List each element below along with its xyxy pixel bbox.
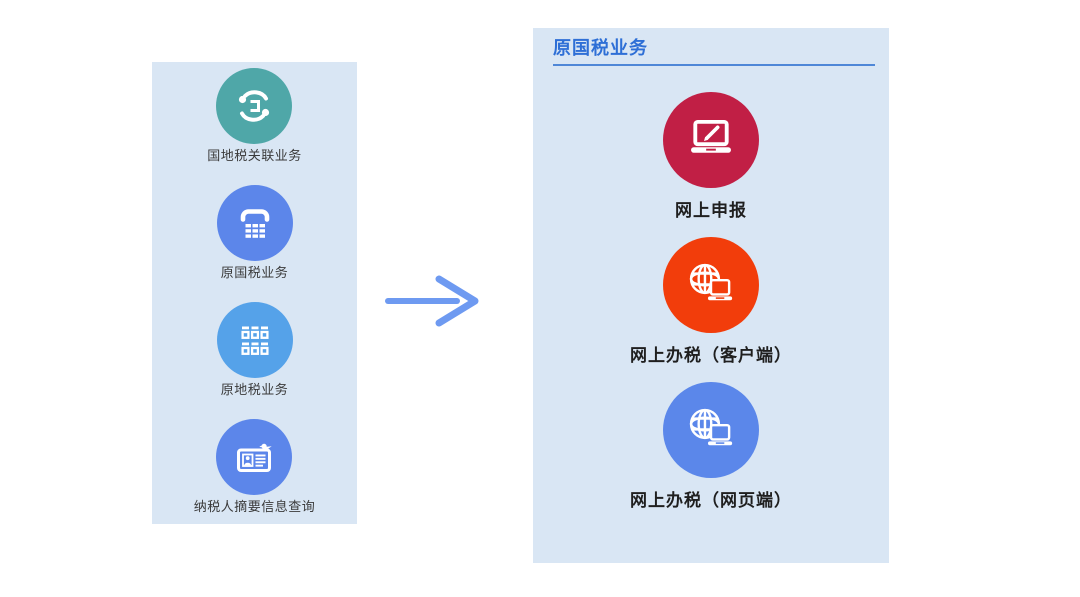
service-item-online-declaration[interactable]: 网上申报 [663, 92, 759, 221]
menu-item-guodishui-guanlian[interactable]: 国地税关联业务 [207, 68, 302, 164]
taxpayer-card-icon [216, 419, 293, 495]
globe-laptop-icon [663, 382, 759, 478]
right-arrow-icon [385, 275, 479, 327]
menu-item-label: 原地税业务 [220, 382, 289, 397]
phone-keypad-icon [216, 185, 293, 261]
menu-item-yuanguoshui[interactable]: 原国税业务 [216, 185, 293, 281]
menu-item-yuandishui[interactable]: 原地税业务 [216, 302, 293, 398]
globe-laptop-icon [663, 237, 759, 333]
keypad-grid-icon [216, 302, 293, 378]
service-item-online-tax-web[interactable]: 网上办税（网页端） [630, 382, 792, 511]
menu-item-label: 纳税人摘要信息查询 [193, 499, 316, 514]
service-item-label: 网上申报 [675, 201, 747, 220]
service-item-online-tax-client[interactable]: 网上办税（客户端） [630, 237, 792, 366]
menu-item-label: 原国税业务 [220, 265, 289, 280]
panel-title: 原国税业务 [553, 38, 648, 58]
former-state-tax-panel: 原国税业务 网上申报 [533, 28, 889, 563]
service-item-label: 网上办税（客户端） [630, 346, 792, 365]
panel-title-underline: 原国税业务 [553, 34, 875, 66]
tax-category-panel: 国地税关联业务 原国税业务 [152, 62, 357, 524]
former-state-tax-services: 网上申报 网上办税（客户 [533, 92, 889, 527]
menu-item-taxpayer-summary[interactable]: 纳税人摘要信息查询 [194, 419, 316, 515]
service-item-label: 网上办税（网页端） [630, 491, 792, 510]
laptop-edit-icon [663, 92, 759, 188]
sync-phone-icon [216, 68, 293, 144]
menu-item-label: 国地税关联业务 [207, 148, 302, 163]
